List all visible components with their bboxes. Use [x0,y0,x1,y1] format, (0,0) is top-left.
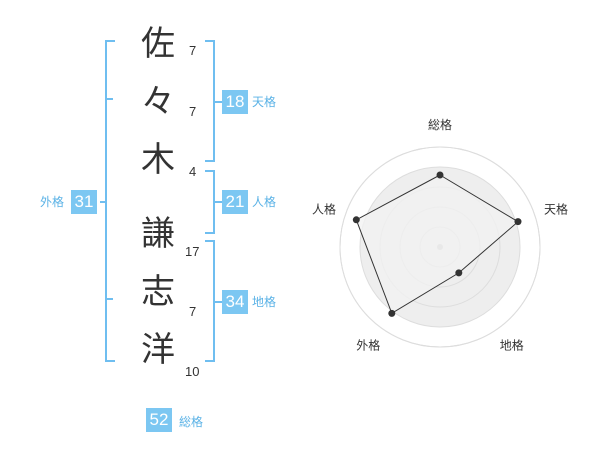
radar-axis-label-4: 外格 [356,338,380,353]
stroke-count-3: 4 [189,164,197,179]
name-char-5: 志 [141,272,175,312]
radar-point-5 [352,216,360,224]
chikaku-label: 地格 [252,295,277,309]
gaikaku-connector [100,201,107,203]
radar-polygon-group [355,174,519,315]
bracket-tick [105,298,113,300]
radar-point-4 [388,309,396,317]
radar-point-2 [514,218,522,226]
stroke-count-6: 10 [185,364,200,379]
stroke-count-2: 7 [189,104,197,119]
tenkaku-label: 天格 [252,95,277,109]
name-char-4: 謙 [141,214,175,254]
radar-point-1 [436,171,444,179]
radar-ring-5 [339,146,541,348]
stroke-count-5: 7 [189,304,197,319]
name-char-6: 洋 [141,330,175,370]
tenkaku-connector [213,101,222,103]
soukaku-label: 総格 [179,415,204,429]
chikaku-connector [213,301,222,303]
radar-axis-label-3: 地格 [500,338,524,353]
jinkaku-label: 人格 [252,195,277,209]
chikaku-value-badge: 34 [222,290,248,314]
radar-points [352,171,522,317]
name-char-3: 木 [141,140,175,180]
radar-point-3 [455,269,463,277]
radar-axis-label-1: 総格 [428,117,452,132]
name-char-2: 々 [141,82,175,122]
jinkaku-connector [213,201,222,203]
gaikaku-value-badge: 31 [71,190,97,214]
stroke-count-1: 7 [189,43,197,58]
bracket-tick [105,98,113,100]
soukaku-value-badge: 52 [146,408,172,432]
radar-value-polygon [355,174,519,315]
radar-axis-label-5: 人格 [312,201,336,216]
jinkaku-value-badge: 21 [222,190,248,214]
gaikaku-label: 外格 [40,195,65,209]
tenkaku-value-badge: 18 [222,90,248,114]
radar-axis-label-2: 天格 [544,201,568,216]
name-char-1: 佐 [141,24,175,64]
stroke-count-4: 17 [185,244,200,259]
